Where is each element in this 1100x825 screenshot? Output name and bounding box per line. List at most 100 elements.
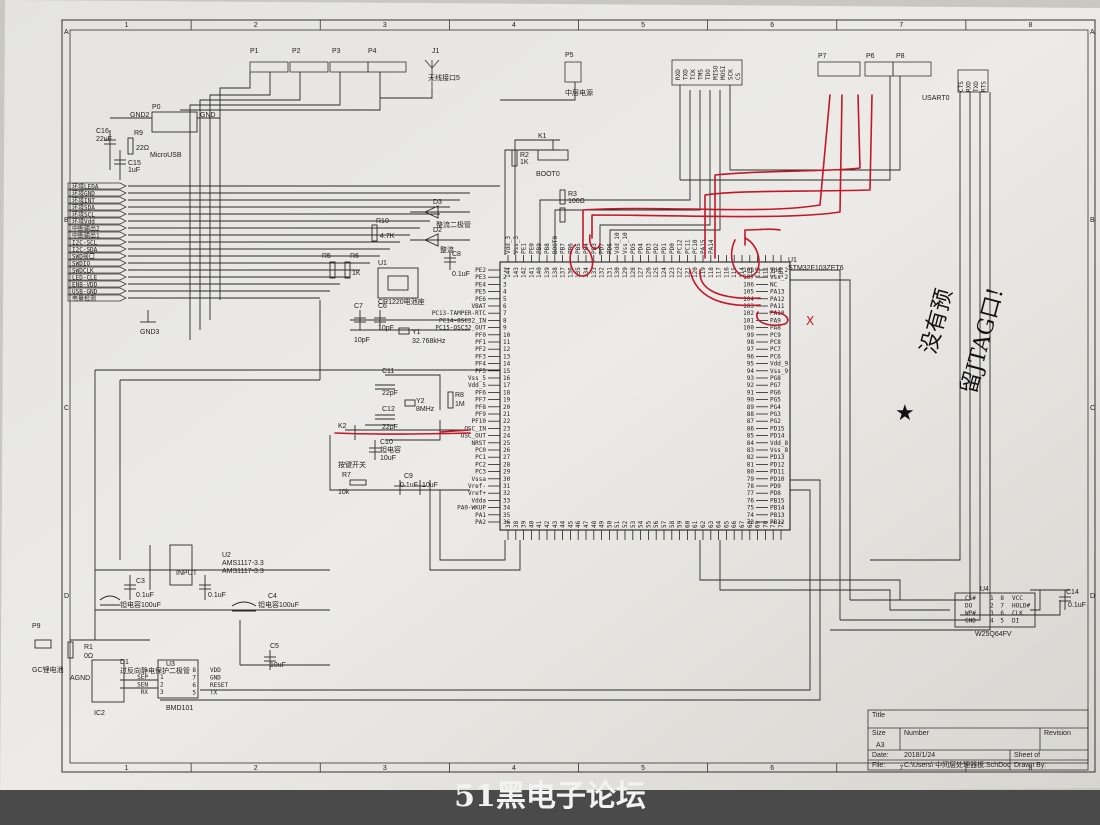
c11-label: C11	[382, 368, 394, 375]
mcu-bottom-pin-number: 49	[599, 520, 606, 528]
flash-pin-number: 1	[990, 595, 994, 602]
mcu-right-pin-number: 86	[747, 425, 755, 432]
mcu-bottom-pin-number: 64	[716, 520, 723, 528]
mcu-bottom-pin-number: 72	[778, 520, 785, 528]
mcu-left-pin-number: 4	[503, 289, 507, 296]
pen-trace-pa11	[689, 269, 761, 307]
mcu-right-pin-number: 104	[743, 296, 754, 303]
mcu-bottom-pin-number: 48	[591, 520, 598, 528]
signal-terminal-label: 环境INT	[72, 196, 95, 204]
frame-row-letter: C	[1090, 405, 1095, 412]
frame-column-number: 5	[641, 22, 645, 29]
mcu-left-pin-number: 25	[503, 440, 511, 447]
bmd101-left-pin: SEP	[137, 674, 148, 681]
mcu-right-pin-name: PG7	[770, 382, 781, 389]
mcu-left-pin-name: PF4	[475, 361, 486, 368]
signal-terminal	[67, 252, 127, 260]
flash-pin-number: 3	[990, 610, 994, 617]
mcu-bottom-pin-number: 69	[755, 520, 762, 528]
mcu-top-pin-number: 144	[505, 267, 512, 278]
r5-label: R5	[322, 253, 331, 260]
signal-terminal	[67, 287, 127, 295]
mcu-right-pin-number: 105	[743, 289, 754, 296]
c9-value: 10uF	[422, 482, 438, 489]
mcu-top-pin-number: 142	[521, 267, 528, 278]
frame-row-letter: C	[64, 405, 69, 412]
mcu-bottom-pin-number: 71	[770, 520, 777, 528]
bmd101-pin-number: 3	[160, 689, 164, 696]
bmd101-left-pin: RX	[141, 689, 149, 696]
mcu-top-pin-name: PD5	[630, 243, 637, 254]
mcu-right-pin-number: 77	[747, 490, 755, 497]
mcu-top-pin-name: PB5	[575, 243, 582, 254]
mcu-right-pin-number: 96	[747, 353, 755, 360]
frame-column-number: 4	[512, 765, 516, 772]
mcu-left-pin-name: PF3	[475, 353, 486, 360]
c6-label: C6	[378, 303, 387, 310]
mcu-left-pin-number: 19	[503, 397, 511, 404]
gnd2-label: GND2	[130, 112, 150, 119]
mcu-right-pin-name: PD12	[770, 461, 785, 468]
mcu-right-pin-number: 88	[747, 411, 755, 418]
mcu-right-pin-name: PD15	[770, 425, 785, 432]
mcu-right-pin-number: 80	[747, 469, 755, 476]
mcu-top-pin-number: 136	[567, 267, 574, 278]
frame-column-number: 8	[1028, 765, 1032, 772]
mcu-left-pin-number: 36	[503, 519, 511, 526]
mcu-left-pin-name: PA1	[475, 512, 486, 519]
ldo-input-pin: INPUT	[176, 570, 198, 577]
mcu-left-pin-name: VBAT	[472, 303, 487, 310]
mcu-top-pin-number: 143	[513, 267, 520, 278]
sheet-label: Sheet of	[1014, 752, 1040, 759]
mcu-left-pin-name: Vdd_5	[468, 382, 486, 389]
c4-label: C4	[268, 593, 277, 600]
mcu-right-pin-number: 106	[743, 281, 754, 288]
p5-name: 中层电源	[565, 88, 593, 97]
mcu-left-pin-number: 14	[503, 361, 511, 368]
frame-row-letter: A	[1090, 29, 1095, 36]
uart-pin-label: RXD	[966, 81, 973, 92]
handwritten-star: ★	[895, 401, 915, 426]
c10-name: 钽电容	[380, 445, 401, 454]
signal-terminal	[67, 259, 127, 267]
d1-label: D1	[120, 659, 129, 666]
mcu-bottom-pin-number: 66	[731, 520, 738, 528]
mcu-bottom-pin-number: 50	[606, 520, 613, 528]
y2-value: 8MHz	[416, 406, 435, 413]
mcu-left-pin-name: PC1	[475, 454, 486, 461]
mcu-top-pin-number: 134	[583, 267, 590, 278]
mcu-right-pin-number: 100	[743, 325, 754, 332]
r10-label: R10	[376, 218, 389, 225]
number-label: Number	[904, 730, 930, 737]
c9b-value: 0.1uF	[400, 482, 418, 489]
pen-trace-4	[714, 94, 861, 259]
mcu-right-pin-number: 92	[747, 382, 755, 389]
signal-terminal	[67, 294, 127, 302]
mcu-right-pin-name: PG4	[770, 404, 781, 411]
file-value: C:\Users\ 中间层处理器板.SchDoc	[904, 760, 1011, 769]
ldo1-label: AMS1117-3.3	[222, 560, 264, 567]
c8-value: 0.1uF	[452, 271, 470, 278]
c12-value: 22pF	[382, 424, 398, 431]
u3-part: BMD101	[166, 705, 193, 712]
power-section-labels: INPUT U2 AMS1117-3.3 AMS1117-3.3 C3 0.1u…	[32, 552, 299, 717]
gnd3-label: GND3	[140, 329, 160, 336]
c9-label: C9	[404, 473, 413, 480]
flash-right-pin: DI	[1012, 618, 1020, 625]
r7-value: 10k	[338, 489, 350, 496]
mcu-right-pin-number: 97	[747, 346, 755, 353]
mcu-top-pin-number: 116	[723, 267, 730, 278]
forum-watermark: 51黑电子论坛	[454, 779, 646, 814]
mcu-top-pin-name: PC11	[684, 239, 691, 254]
c5-value: 10uF	[270, 662, 286, 669]
bmd101-right-pin: TX	[210, 690, 218, 697]
mcu-top-pin-number: 123	[669, 267, 676, 278]
r9-value: 22Ω	[136, 145, 149, 152]
mcu-left-pin-name: PA0-WKUP	[457, 505, 486, 512]
mcu-top-pins: 144Vdd_3143Vss_3142PE1141PE0140PB9139PB8…	[505, 232, 785, 278]
frame-column-number: 1	[125, 22, 129, 29]
mcu-top-pin-name: PD1	[661, 243, 668, 254]
